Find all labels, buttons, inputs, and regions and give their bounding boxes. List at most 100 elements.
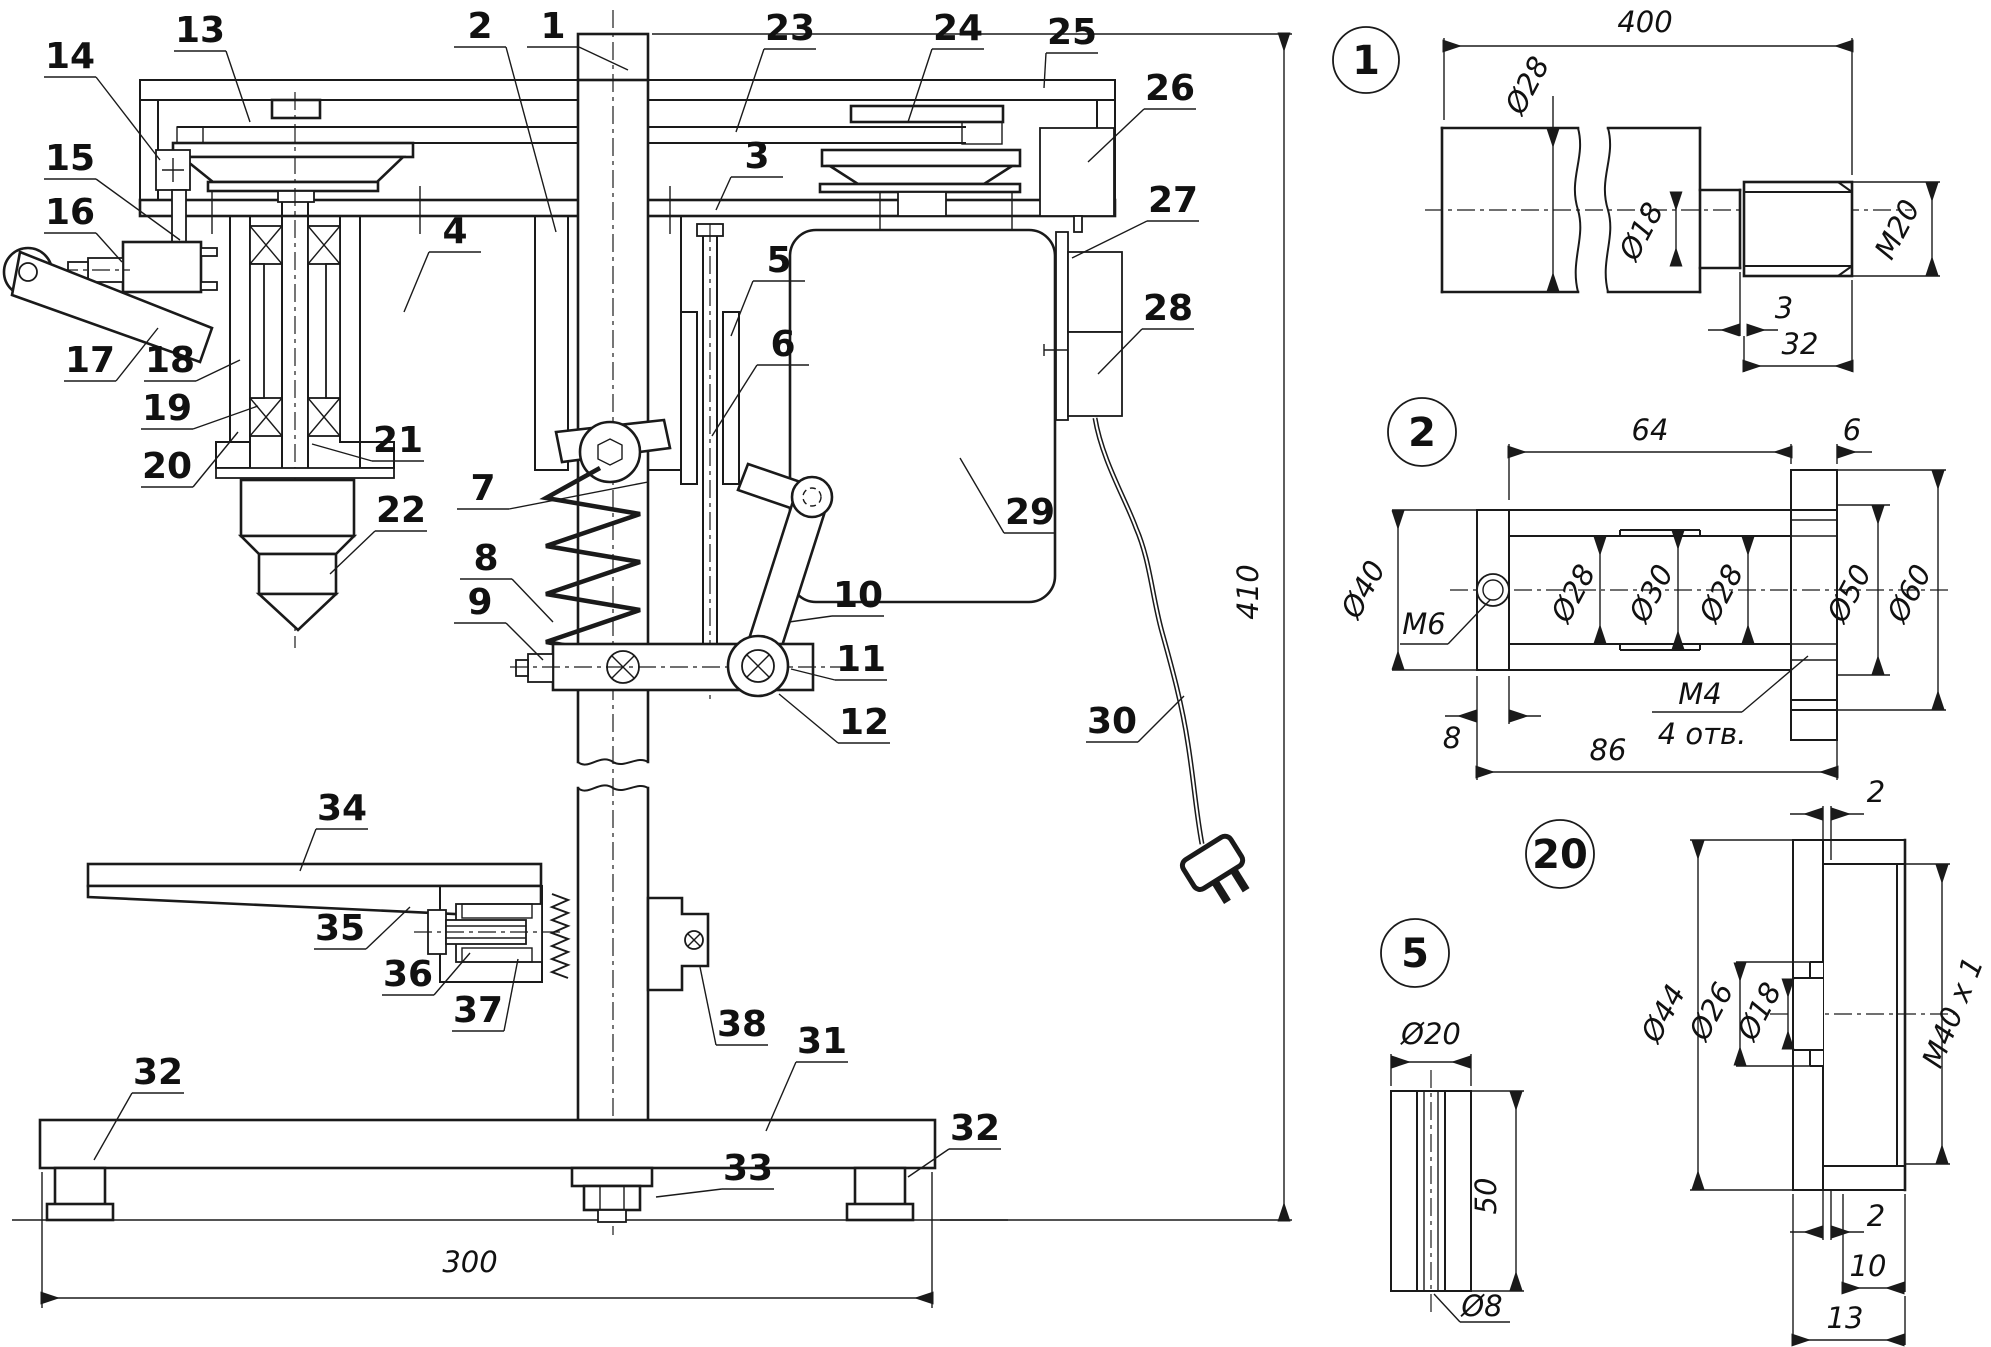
spindle-head — [215, 92, 395, 648]
part-number-21-callout: 21 — [373, 420, 423, 461]
dim-m6: M6 — [1402, 607, 1445, 641]
dim-400: 400 — [1617, 5, 1672, 39]
dim-d26: Ø26 — [1682, 977, 1741, 1047]
dim-32: 32 — [1782, 327, 1819, 361]
switch-box[interactable] — [1067, 251, 1123, 333]
detail-badge-circle — [1525, 819, 1595, 889]
part-number-25-callout: 25 — [1047, 12, 1097, 53]
dim-m20: M20 — [1868, 194, 1927, 265]
part-number-29-callout: 29 — [1005, 492, 1055, 533]
callout-leader — [192, 431, 239, 488]
dim-d40: Ø40 — [1334, 555, 1393, 625]
dim-4otv: 4 отв. — [1658, 717, 1747, 751]
terminal-box — [1067, 331, 1123, 417]
spindle-pulley — [171, 98, 415, 203]
dim-13: 13 — [1827, 1301, 1864, 1335]
callout-leader — [790, 668, 836, 681]
callout-leader — [778, 693, 839, 744]
part-number-2-callout: 2 — [467, 6, 492, 47]
callout-leader — [95, 76, 161, 161]
part-number-36-callout: 36 — [383, 954, 433, 995]
callout-leader — [329, 530, 376, 575]
part-number-24-callout: 24 — [933, 8, 983, 49]
callout-leader — [115, 327, 159, 382]
callout-leader — [788, 615, 833, 623]
part-number-31-callout: 31 — [797, 1021, 847, 1062]
part-number-23-callout: 23 — [765, 8, 815, 49]
part-number-30-callout: 30 — [1087, 701, 1137, 742]
capacitor-box — [1039, 127, 1115, 217]
dim-d20: Ø20 — [1400, 1017, 1461, 1051]
callout-leader — [311, 443, 373, 462]
part-number-16-callout: 16 — [45, 192, 95, 233]
part-number-33-callout: 33 — [723, 1148, 773, 1189]
part-number-27-callout: 27 — [1148, 180, 1198, 221]
feed-handle[interactable] — [2, 246, 214, 364]
detail-view-2: 2 64 6 Ø40 M6 Ø28 Ø30 Ø28 Ø50 Ø60 8 8 — [1334, 397, 1950, 780]
detail-badge-circle — [1387, 397, 1457, 467]
base-width-dim: 300 — [442, 1245, 497, 1279]
switch-assembly — [60, 149, 218, 294]
callout-leader — [503, 958, 519, 1032]
callout-leader — [699, 966, 717, 1046]
part-number-26-callout: 26 — [1145, 68, 1195, 109]
callout-leader — [433, 952, 471, 996]
dim-10: 10 — [1850, 1249, 1887, 1283]
dim-d8: Ø8 — [1460, 1289, 1502, 1323]
detail-view-5: 5 Ø20 50 Ø8 — [1380, 918, 1524, 1323]
detail-badge-circle — [1380, 918, 1450, 988]
part-number-10-callout: 10 — [833, 575, 883, 616]
motor-pulley — [818, 104, 1022, 217]
dim-m4: M4 — [1678, 677, 1721, 711]
dim-d18-20: Ø18 — [1730, 977, 1789, 1047]
stop-bushing — [680, 311, 698, 485]
part-number-28-callout: 28 — [1143, 288, 1193, 329]
return-spring — [539, 466, 641, 659]
dim-64: 64 — [1632, 413, 1669, 447]
part-number-18-callout: 18 — [145, 340, 195, 381]
part-number-19-callout: 19 — [142, 388, 192, 429]
callout-leader — [735, 48, 765, 133]
callout-leader — [508, 481, 649, 510]
callout-leader — [95, 178, 181, 241]
callout-leader — [365, 906, 411, 950]
dim-3: 3 — [1775, 291, 1793, 325]
part-number-38-callout: 38 — [717, 1004, 767, 1045]
callout-leader — [192, 405, 259, 430]
column-nut — [570, 1166, 654, 1188]
callout-leader — [93, 1092, 133, 1161]
callout-leader — [1137, 695, 1185, 743]
part-number-32-callout: 32 — [950, 1108, 1000, 1149]
dim-d18: Ø18 — [1612, 197, 1671, 267]
detail-badge: 2 — [1408, 410, 1436, 456]
part-number-3-callout: 3 — [744, 136, 769, 177]
dim-86: 86 — [1590, 733, 1627, 767]
drill-chuck — [237, 478, 358, 632]
callout-leader — [225, 50, 251, 123]
callout-leader — [1097, 328, 1143, 375]
part-number-17-callout: 17 — [65, 340, 115, 381]
dim-d30: Ø30 — [1622, 559, 1681, 629]
detail-view-20: 20 2 Ø44 Ø26 Ø18 M40 x 1 2 10 13 — [1525, 775, 1990, 1347]
part-number-32-callout: 32 — [133, 1052, 183, 1093]
dim-50: 50 — [1469, 1178, 1503, 1215]
callout-leader — [505, 46, 557, 233]
foot — [53, 1166, 107, 1208]
callout-leader — [765, 1061, 797, 1132]
detail-badge: 5 — [1401, 931, 1429, 977]
power-plug — [1179, 833, 1250, 904]
switch-bracket — [171, 189, 187, 243]
dim-d28r: Ø28 — [1692, 559, 1751, 629]
detail-badge-circle — [1332, 26, 1400, 94]
feed-mechanism — [510, 462, 856, 698]
height-dim: 410 — [1231, 564, 1265, 619]
part-number-5-callout: 5 — [766, 240, 791, 281]
callout-leader — [655, 1188, 723, 1198]
dim-d28l: Ø28 — [1544, 559, 1603, 629]
callout-leader — [907, 1148, 950, 1178]
dim-d28: Ø28 — [1498, 51, 1557, 121]
part-number-37-callout: 37 — [453, 990, 503, 1031]
switch-body — [121, 240, 203, 294]
part-number-22-callout: 22 — [376, 490, 426, 531]
